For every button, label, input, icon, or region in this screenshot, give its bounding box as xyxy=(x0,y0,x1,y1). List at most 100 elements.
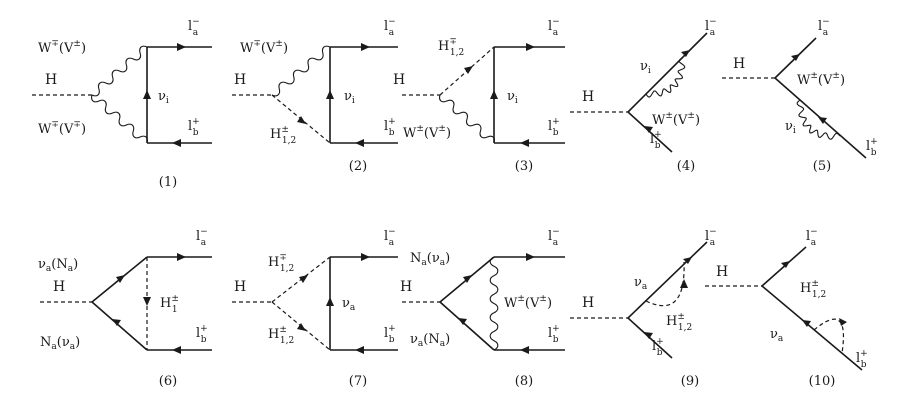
diagram-number: (9) xyxy=(681,374,699,389)
label-l-a-minus: l−a xyxy=(548,227,560,248)
arrow-right xyxy=(361,253,370,261)
label-nu-a-n-a: νa(Na) xyxy=(38,257,78,274)
label-l-a-minus: l−a xyxy=(188,17,200,38)
label-h-pm-12: H±1,2 xyxy=(270,125,296,146)
label-w-loop: W±(V±) xyxy=(797,71,845,88)
lepton-out-line xyxy=(761,246,807,287)
arrow-left xyxy=(172,139,181,147)
arrow-up xyxy=(143,90,151,99)
label-nu-i: νi xyxy=(785,119,796,136)
w-loop xyxy=(796,99,841,140)
arrow-up-left xyxy=(464,66,473,74)
diagram-number: (10) xyxy=(809,374,836,389)
arrow-down-right xyxy=(297,323,306,331)
label-h-mp-12: H∓1,2 xyxy=(268,253,294,274)
arrow-left xyxy=(520,139,529,147)
higgs-label: H xyxy=(53,279,65,295)
label-l-a-minus: l−a xyxy=(818,17,830,38)
label-l-a-minus: l−a xyxy=(384,17,396,38)
arrow-up-left xyxy=(644,126,653,133)
antilepton-line xyxy=(627,111,673,153)
w-boson-upper xyxy=(91,45,148,97)
diagram-number: (6) xyxy=(159,374,177,389)
label-l-b-plus: l+b xyxy=(856,349,868,370)
arrow-up-left xyxy=(802,320,811,327)
arrow-up-left xyxy=(458,318,467,325)
diagram-number: (2) xyxy=(349,159,367,174)
label-w-lower: W∓(V∓) xyxy=(38,120,86,137)
charged-higgs-loop xyxy=(645,261,685,307)
label-l-b-plus: l+b xyxy=(196,324,208,345)
label-h-mp-12: H∓1,2 xyxy=(438,37,464,58)
label-l-b-plus: l+b xyxy=(652,337,664,358)
higgs-label: H xyxy=(393,72,405,88)
label-w-vertical: W±(V±) xyxy=(504,294,552,311)
label-h-pm-12: H±1,2 xyxy=(268,325,294,346)
label-w-upper: W∓(V±) xyxy=(240,39,288,56)
label-l-a-minus: l−a xyxy=(705,227,717,248)
lepton-out-line xyxy=(627,241,708,319)
higgs-label: H xyxy=(400,279,412,295)
diagram-6: H νa(Na) Na(νa) H±1 l−a l+b (6) xyxy=(38,227,212,389)
label-l-b-plus: l+b xyxy=(548,324,560,345)
w-loop xyxy=(645,57,686,98)
fermion-lower xyxy=(439,301,495,351)
arrow-loop xyxy=(680,279,688,288)
diagram-number: (4) xyxy=(677,159,695,174)
charged-higgs-loop xyxy=(813,318,844,354)
label-l-b-plus: l+b xyxy=(188,117,200,138)
antilepton-line xyxy=(627,317,673,359)
arrow-up-right xyxy=(463,275,472,283)
arrow-up-right xyxy=(683,257,692,264)
w-boson-lower xyxy=(91,94,148,144)
label-w-loop: W±(V±) xyxy=(652,111,700,128)
label-l-a-minus: l−a xyxy=(384,227,396,248)
diagram-5: H l−a W±(V±) νi l+b (5) xyxy=(722,17,878,174)
diagram-3: H H∓1,2 W±(V±) νi l−a l+b (3) xyxy=(393,17,565,174)
arrow-up xyxy=(326,297,334,306)
arrow-up-left xyxy=(818,117,827,124)
higgs-label: H xyxy=(45,72,57,88)
arrow-left xyxy=(520,346,529,354)
diagram-1: H W∓(V±) W∓(V∓) νi l−a l+b (1) xyxy=(32,17,212,190)
label-nu-a: νa xyxy=(342,296,356,313)
label-l-b-plus: l+b xyxy=(548,117,560,138)
higgs-label: H xyxy=(733,56,745,72)
label-l-b-plus: l+b xyxy=(866,137,878,158)
label-nu-i: νi xyxy=(640,59,651,76)
arrow-up-right xyxy=(116,275,125,283)
higgs-label: H xyxy=(234,279,246,295)
arrow-right xyxy=(526,43,535,51)
diagram-number: (1) xyxy=(159,175,177,190)
label-nu-a: νa xyxy=(770,327,784,344)
arrow-up-right xyxy=(791,54,800,61)
higgs-label: H xyxy=(582,89,594,105)
label-w-upper: W∓(V±) xyxy=(38,39,86,56)
arrow-down-right xyxy=(297,116,306,124)
lepton-out-line xyxy=(627,32,708,113)
label-nu-i: νi xyxy=(344,89,355,106)
w-boson-upper xyxy=(271,45,331,97)
label-l-b-plus: l+b xyxy=(384,324,396,345)
higgs-label: H xyxy=(582,295,594,311)
arrow-left xyxy=(355,139,364,147)
arrow-right xyxy=(361,43,370,51)
arrow-up-left xyxy=(112,319,121,326)
diagram-number: (8) xyxy=(515,374,533,389)
diagram-7: H H∓1,2 H±1,2 νa l−a l+b (7) xyxy=(232,227,398,389)
diagram-number: (5) xyxy=(813,159,831,174)
fermion-lower xyxy=(91,301,148,351)
arrow-up-right xyxy=(299,275,308,283)
arrow-up xyxy=(490,90,498,99)
arrow-up-right xyxy=(681,50,690,57)
higgs-label: H xyxy=(716,264,728,280)
arrow-right xyxy=(177,253,186,261)
label-nu-a: νa xyxy=(634,275,648,292)
arrow-right xyxy=(177,43,186,51)
arrow-up-right xyxy=(781,261,790,268)
diagram-2: H W∓(V±) H±1,2 νi l−a l+b (2) xyxy=(232,17,398,174)
antilepton-line xyxy=(761,285,863,371)
label-l-a-minus: l−a xyxy=(806,227,818,248)
arrow-up-left xyxy=(644,332,653,339)
